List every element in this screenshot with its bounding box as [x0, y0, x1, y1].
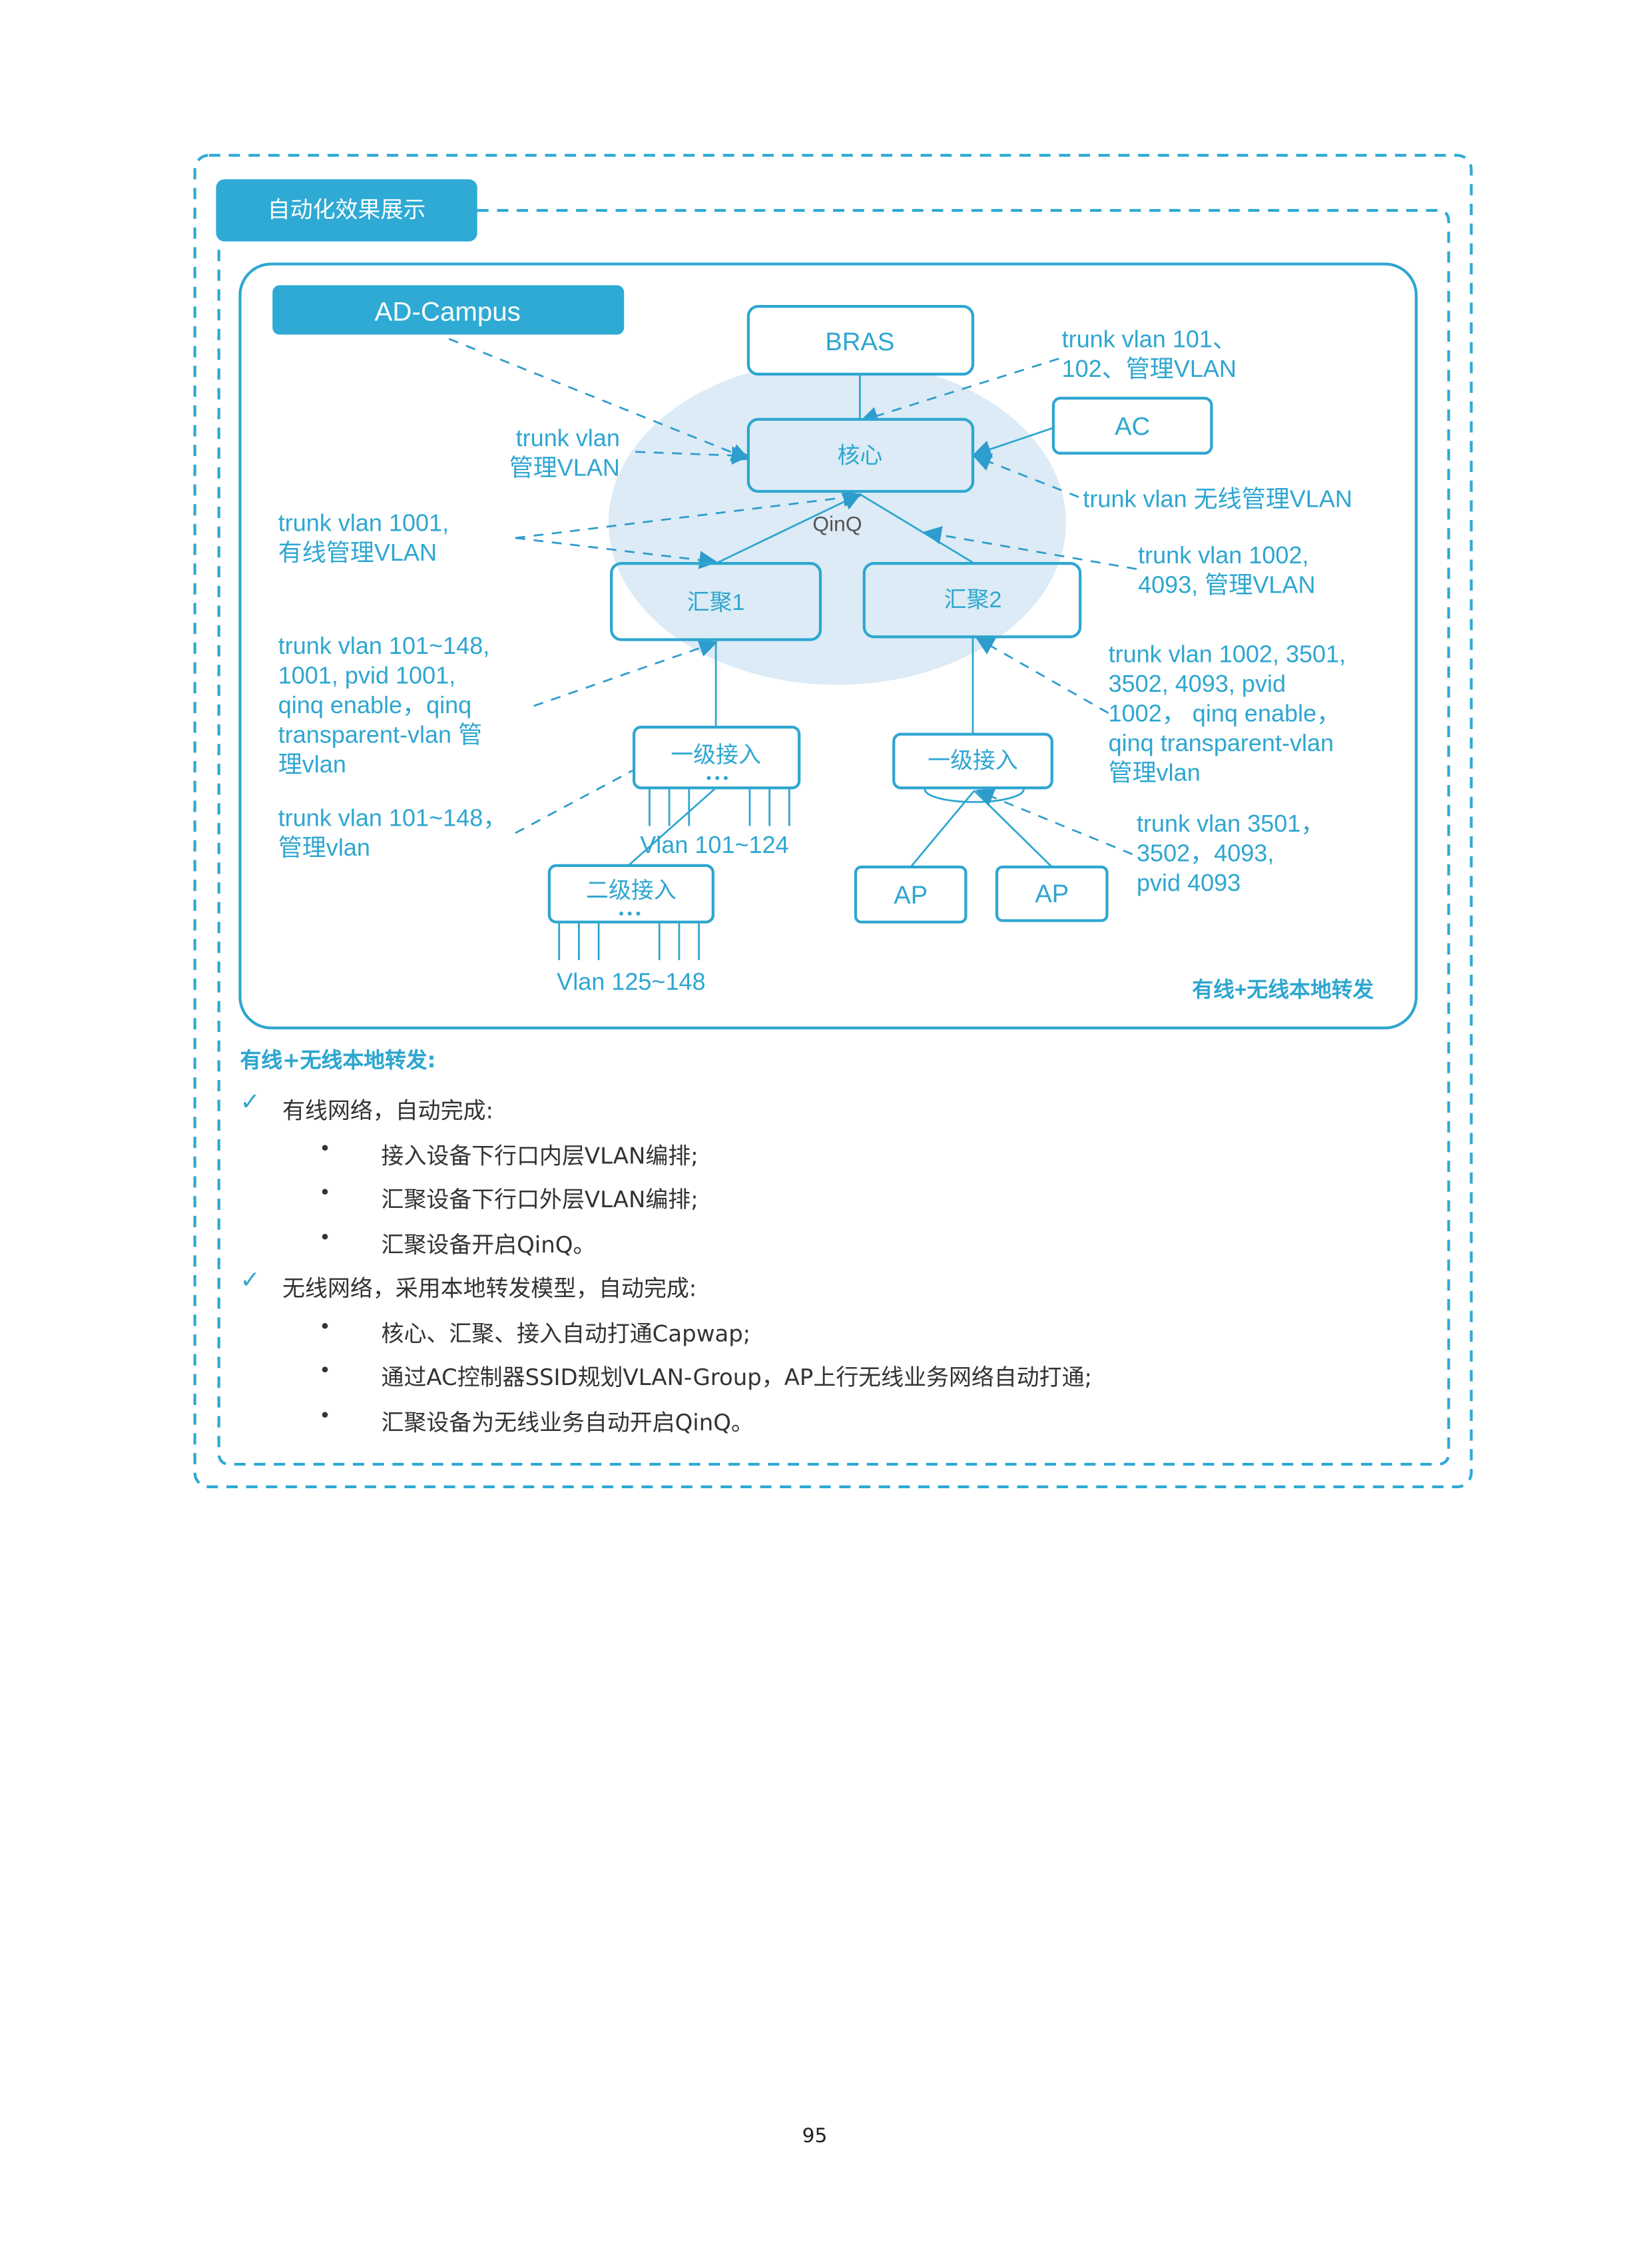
inner-dashed-border [217, 208, 1450, 1466]
node-ap2 [995, 865, 1109, 922]
check-icon: ✓ [240, 1266, 260, 1295]
page-number: 95 [802, 2125, 828, 2148]
label-line: 3502，4093, [1137, 840, 1274, 867]
content-heading: 有线+无线本地转发: [240, 1047, 436, 1073]
label-line: 1001, pvid 1001, [278, 661, 455, 689]
label-line: trunk vlan 101、 [1062, 326, 1237, 353]
label-line: 管理vlan [278, 834, 370, 861]
label-line: 1002， qinq enable， [1109, 700, 1341, 727]
ap1-label: AP [894, 881, 928, 910]
label-bras-link: trunk vlan 101、102、管理VLAN [1062, 326, 1237, 383]
vlan-access2-label: Vlan 125~148 [557, 968, 705, 995]
ac-link-label: trunk vlan 无线管理VLAN [1083, 485, 1352, 512]
list-item: 通过AC控制器SSID规划VLAN-Group，AP上行无线业务网络自动打通; [381, 1364, 1092, 1391]
label-line: trunk vlan [516, 424, 620, 451]
node-ap1 [854, 865, 967, 924]
label-core-in: trunk vlan 管理VLAN [509, 424, 620, 481]
node-access1-left [632, 725, 801, 790]
list-item: 汇聚设备开启QinQ。 [381, 1231, 596, 1258]
label-line: trunk vlan 3501， [1137, 810, 1324, 837]
label-agg2-up: trunk vlan 1002,4093, 管理VLAN [1138, 541, 1315, 599]
panel-title: 自动化效果展示 [216, 179, 477, 242]
list-item: 接入设备下行口内层VLAN编排; [381, 1141, 698, 1169]
ac-label: AC [1115, 412, 1150, 441]
label-line: qinq enable，qinq [278, 691, 471, 718]
list-item: 汇聚设备下行口外层VLAN编排; [381, 1186, 698, 1213]
node-access1-right [892, 732, 1053, 790]
agg2-label: 汇聚2 [944, 587, 1002, 613]
group-title: 无线网络，采用本地转发模型，自动完成: [282, 1274, 697, 1302]
label-line: 有线管理VLAN [278, 539, 437, 566]
label-line: qinq transparent-vlan [1109, 729, 1334, 756]
node-agg2 [862, 561, 1082, 639]
label-line: trunk vlan 1002, [1138, 541, 1308, 569]
label-agg2-down: trunk vlan 1002, 3501,3502, 4093, pvid 10… [1109, 641, 1346, 786]
core-label: 核心 [837, 443, 882, 469]
node-access2 [547, 864, 714, 924]
access1-left-label: 一级接入 [671, 742, 761, 768]
label-line: 102、管理VLAN [1062, 355, 1237, 382]
node-bras [746, 305, 975, 376]
group-title: 有线网络，自动完成: [282, 1097, 493, 1124]
label-agg1-down: trunk vlan 101~148,1001, pvid 1001,qinq … [278, 632, 490, 778]
node-core [746, 418, 975, 493]
bullet-icon: • [319, 1360, 331, 1382]
label-line: 管理VLAN [509, 454, 620, 481]
more-dots-icons [619, 776, 728, 916]
list-item: 汇聚设备为无线业务自动开启QinQ。 [381, 1408, 754, 1436]
ad-campus-banner [272, 285, 625, 335]
node-ac [1051, 396, 1213, 455]
bullet-icon: • [319, 1226, 331, 1249]
access1-right-label: 一级接入 [928, 748, 1018, 774]
label-line: 4093, 管理VLAN [1138, 571, 1315, 599]
label-access-link: trunk vlan 101~148， 管理vlan [278, 804, 507, 861]
node-agg1 [610, 561, 822, 641]
bullet-icon: • [319, 1137, 331, 1160]
list-item: 核心、汇聚、接入自动打通Capwap; [381, 1319, 751, 1346]
bullet-icon: • [319, 1181, 331, 1205]
bras-label: BRAS [825, 328, 894, 356]
ap2-label: AP [1035, 880, 1069, 908]
label-line: trunk vlan 1002, 3501, [1109, 641, 1346, 668]
diagram-frame [238, 262, 1418, 1029]
qinq-label: QinQ [812, 511, 862, 535]
check-icon: ✓ [240, 1088, 260, 1117]
access2-label: 二级接入 [586, 878, 677, 904]
agg1-label: 汇聚1 [687, 590, 745, 615]
label-line: transparent-vlan 管 [278, 720, 482, 748]
bullet-icon: • [319, 1404, 331, 1427]
ad-campus-label: AD-Campus [375, 296, 521, 326]
label-line: 管理vlan [1109, 759, 1201, 786]
label-agg1-up: trunk vlan 1001, 有线管理VLAN [278, 509, 449, 566]
label-line: trunk vlan 101~148， [278, 804, 507, 831]
vlan-access1-label: Vlan 101~124 [640, 831, 788, 858]
diagram-caption: 有线+无线本地转发 [1192, 978, 1374, 1001]
label-line: 3502, 4093, pvid [1109, 670, 1286, 697]
label-line: trunk vlan 101~148, [278, 632, 490, 659]
label-line: trunk vlan 1001, [278, 509, 449, 536]
label-ap-link: trunk vlan 3501， 3502，4093,pvid 4093 [1137, 810, 1324, 896]
bullet-icon: • [319, 1315, 331, 1338]
label-line: 理vlan [278, 750, 346, 778]
label-line: pvid 4093 [1137, 869, 1240, 896]
